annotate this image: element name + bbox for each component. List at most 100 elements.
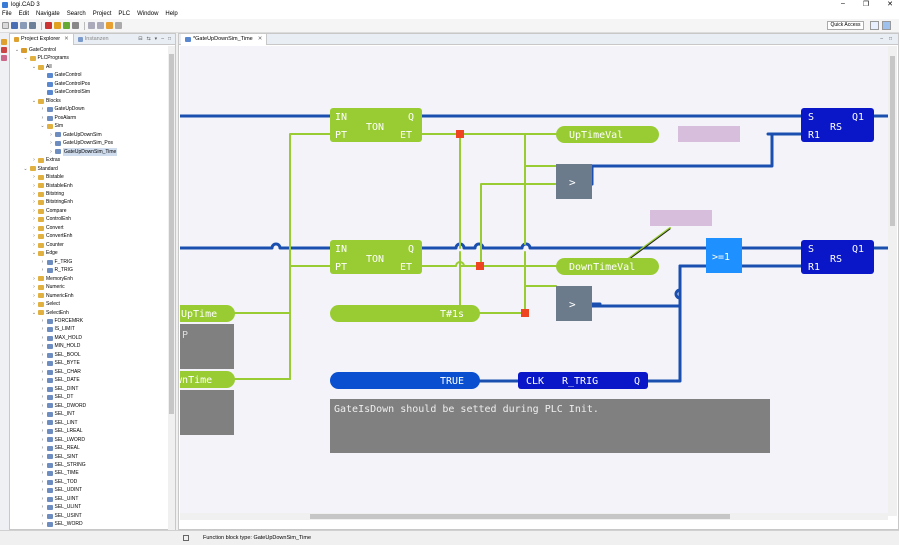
tree-item[interactable]: ›Bistable — [10, 173, 170, 181]
tree-item[interactable]: ›ConvertEnh — [10, 232, 170, 240]
collapse-arrow-icon[interactable]: › — [41, 326, 44, 333]
variable-downtimeval[interactable]: DownTimeVal — [556, 258, 659, 275]
collapse-arrow-icon[interactable]: › — [41, 461, 44, 468]
expand-arrow-icon[interactable]: ⌄ — [14, 47, 20, 53]
collapse-arrow-icon[interactable]: › — [41, 360, 44, 367]
view-icon-3[interactable] — [1, 55, 7, 61]
compare-gt-block-2[interactable]: > — [556, 286, 592, 321]
collapse-arrow-icon[interactable]: › — [33, 233, 35, 240]
variable-uptimeval[interactable]: UpTimeVal — [556, 126, 659, 143]
view-icon-1[interactable] — [1, 39, 7, 45]
collapse-arrow-icon[interactable]: › — [41, 445, 44, 452]
collapse-arrow-icon[interactable]: › — [41, 428, 44, 435]
build-icon[interactable] — [54, 22, 61, 29]
tree-item[interactable]: ›SEL_UINT — [10, 495, 170, 503]
tree-item[interactable]: ›SEL_REAL — [10, 444, 170, 452]
plc-connect-icon[interactable] — [45, 22, 52, 29]
next-annotation-icon[interactable] — [88, 22, 95, 29]
collapse-arrow-icon[interactable]: › — [41, 114, 44, 121]
tree-item[interactable]: ›BistableEnh — [10, 182, 170, 190]
tree-item[interactable]: ›SEL_SINT — [10, 453, 170, 461]
new-icon[interactable] — [2, 22, 9, 29]
collapse-arrow-icon[interactable]: › — [33, 157, 35, 164]
variable-downtime[interactable]: DownTime — [180, 371, 235, 388]
collapse-arrow-icon[interactable]: › — [33, 199, 35, 206]
link-editor-icon[interactable]: ⇆ — [146, 36, 151, 42]
compare-gt-block-1[interactable]: > — [556, 164, 592, 199]
collapse-arrow-icon[interactable]: › — [50, 140, 52, 147]
tree-item[interactable]: ›GateUpDownSim — [10, 131, 170, 139]
collapse-arrow-icon[interactable]: › — [41, 521, 44, 528]
tree-item[interactable]: ⌄GateControl — [10, 46, 170, 54]
expand-arrow-icon[interactable]: ⌄ — [23, 55, 28, 62]
tree-item[interactable]: ›SEL_WORD — [10, 520, 170, 528]
debug-icon[interactable] — [72, 22, 79, 29]
collapse-arrow-icon[interactable]: › — [41, 411, 44, 418]
collapse-arrow-icon[interactable]: › — [41, 504, 44, 511]
collapse-arrow-icon[interactable]: › — [50, 148, 52, 155]
collapse-arrow-icon[interactable]: › — [33, 301, 35, 308]
constant-true[interactable]: TRUE — [330, 372, 480, 389]
collapse-arrow-icon[interactable]: › — [41, 106, 44, 113]
collapse-arrow-icon[interactable]: › — [33, 182, 35, 189]
expand-arrow-icon[interactable]: ⌄ — [23, 165, 28, 172]
collapse-arrow-icon[interactable]: › — [41, 436, 44, 443]
tree-item[interactable]: ›Numeric — [10, 283, 170, 291]
expand-arrow-icon[interactable]: ⌄ — [31, 250, 37, 257]
collapse-arrow-icon[interactable]: › — [41, 377, 44, 384]
expand-arrow-icon[interactable]: ⌄ — [31, 63, 37, 70]
collapse-arrow-icon[interactable]: › — [41, 334, 44, 341]
placeholder-box-1[interactable] — [678, 126, 740, 142]
tab-instanzen[interactable]: Instanzen — [74, 34, 113, 45]
tree-item[interactable]: ›ControlEnh — [10, 215, 170, 223]
logicad-perspective-icon[interactable] — [882, 21, 891, 30]
menu-navigate[interactable]: Navigate — [36, 11, 60, 17]
collapse-arrow-icon[interactable]: › — [41, 453, 44, 460]
collapse-arrow-icon[interactable]: › — [41, 512, 44, 519]
collapse-all-icon[interactable]: ⊟ — [138, 36, 143, 42]
maximize-view-icon[interactable]: □ — [167, 36, 171, 42]
tree-item[interactable]: ›SEL_TIME — [10, 469, 170, 477]
collapse-arrow-icon[interactable]: › — [41, 385, 44, 392]
collapse-arrow-icon[interactable]: › — [50, 131, 52, 138]
tab-gateupdownsim-time[interactable]: *GateUpDownSim_Time ✕ — [181, 34, 268, 45]
save-icon[interactable] — [11, 22, 18, 29]
back-icon[interactable] — [106, 22, 113, 29]
collapse-arrow-icon[interactable]: › — [41, 470, 44, 477]
tree-item[interactable]: ⌄Sim — [10, 122, 170, 130]
rs-block-2[interactable]: S R1 RS Q1 — [801, 240, 874, 274]
tree-item[interactable]: ›GateUpDownSim_Time — [10, 147, 170, 157]
editor-vertical-scrollbar[interactable] — [888, 46, 897, 516]
tab-project-explorer[interactable]: Project Explorer ✕ — [10, 33, 74, 45]
collapse-arrow-icon[interactable]: › — [33, 207, 35, 214]
comment-gateisdown[interactable]: GateIsDown should be setted during PLC I… — [330, 399, 770, 453]
editor-vscroll-thumb[interactable] — [890, 56, 895, 226]
collapse-arrow-icon[interactable]: › — [41, 318, 44, 324]
tree-item[interactable]: ›GateUpDown — [10, 105, 170, 113]
tree-item[interactable]: ›SEL_STRING — [10, 461, 170, 469]
save-all-icon[interactable] — [20, 22, 27, 29]
or-block[interactable]: >=1 — [706, 238, 742, 273]
tree-item[interactable]: ›SEL_LWORD — [10, 436, 170, 444]
minimize-view-icon[interactable]: – — [161, 36, 164, 42]
tree-item[interactable]: ›SEL_DATE — [10, 376, 170, 384]
menu-help[interactable]: Help — [165, 11, 178, 17]
tree-item[interactable]: ›SEL_ULINT — [10, 503, 170, 511]
tree-item[interactable]: ⌄Standard — [10, 165, 170, 173]
close-button[interactable]: ✕ — [887, 1, 893, 8]
tree-item[interactable]: ›MIN_HOLD — [10, 342, 170, 350]
tree-item[interactable]: ›GateUpDownSim_Pos — [10, 139, 170, 147]
tree-item[interactable]: ⌄Blocks — [10, 97, 170, 105]
tree-item[interactable]: ⌄SelectEnh — [10, 309, 170, 317]
collapse-arrow-icon[interactable]: › — [41, 394, 44, 401]
tree-item[interactable]: ›SEL_DT — [10, 393, 170, 401]
tree-item[interactable]: ›SEL_UDINT — [10, 486, 170, 494]
menu-plc[interactable]: PLC — [118, 11, 131, 17]
tree-item[interactable]: ⌄Edge — [10, 249, 170, 257]
editor-horizontal-scrollbar[interactable] — [180, 513, 888, 520]
open-perspective-icon[interactable] — [870, 21, 879, 30]
menu-file[interactable]: File — [2, 11, 12, 17]
expand-arrow-icon[interactable]: ⌄ — [31, 309, 37, 316]
collapse-arrow-icon[interactable]: › — [33, 224, 35, 231]
tree-item[interactable]: ⌄PLCPrograms — [10, 54, 170, 62]
